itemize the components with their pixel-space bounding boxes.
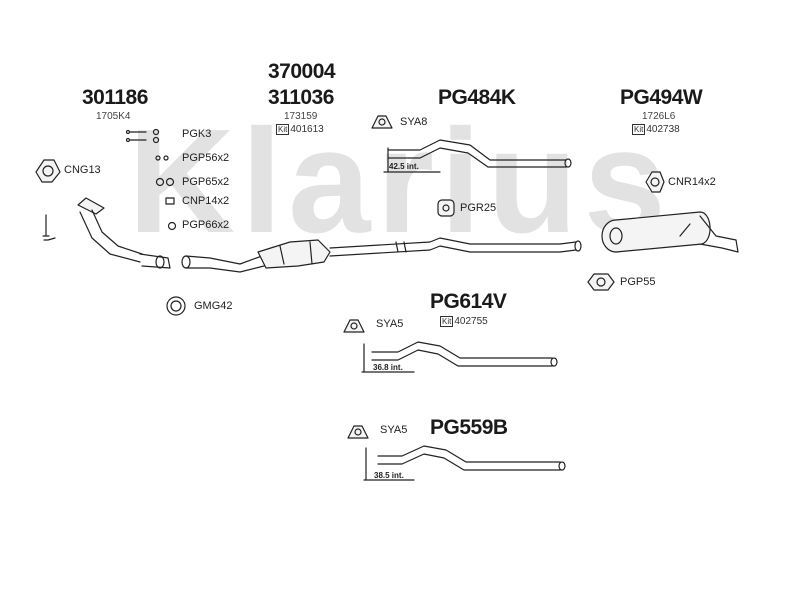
dimension-36-8: 36.8 int.: [373, 363, 403, 372]
fitting-sya5-upper: SYA5: [376, 318, 404, 330]
gasket-pgp55-icon: [587, 273, 615, 291]
kit-badge: Kit: [632, 124, 646, 135]
fitting-pgp66: PGP66x2: [182, 219, 230, 231]
fitting-pgr25: PGR25: [460, 202, 497, 214]
fitting-pgp56: PGP56x2: [182, 152, 230, 164]
fitting-sya5-lower: SYA5: [380, 424, 408, 436]
pg484k-pipe-drawing: [383, 139, 572, 173]
kit-number: 401613: [290, 124, 324, 135]
part-number-301186: 301186: [82, 86, 148, 109]
part-number-pg484k: PG484K: [438, 86, 516, 109]
hanger-sya8-icon: [371, 115, 393, 129]
kit-number: 402738: [646, 124, 680, 135]
kit-badge: Kit: [440, 316, 454, 327]
fitting-cnp14: CNP14x2: [182, 195, 230, 207]
catalyst-drawing: [257, 237, 582, 269]
intermediate-pipe-drawing: [181, 255, 265, 273]
kit-number: 402755: [454, 316, 488, 327]
kit-badge: Kit: [276, 124, 290, 135]
ring-cnr14-icon: [645, 171, 665, 193]
sub-number-173159: 173159: [284, 111, 318, 122]
nut-icon: [155, 155, 169, 161]
sub-number-1705k4: 1705K4: [96, 111, 131, 122]
part-number-311036: 311036: [268, 86, 334, 109]
pg559b-pipe-drawing: [363, 445, 566, 481]
rear-silencer-drawing: [601, 211, 739, 253]
sub-number-1726l6: 1726L6: [642, 111, 676, 122]
dimension-38-5: 38.5 int.: [374, 471, 404, 480]
fitting-sya8: SYA8: [400, 116, 428, 128]
fitting-gmg42: GMG42: [194, 300, 233, 312]
part-number-370004: 370004: [268, 60, 336, 83]
ring-gmg42-icon: [166, 296, 186, 316]
part-number-pg494w: PG494W: [620, 86, 703, 109]
clamp-icon: [165, 197, 175, 205]
pg614v-pipe-drawing: [361, 341, 558, 373]
spring-icon: [155, 177, 175, 187]
dimension-42-5: 42.5 int.: [389, 162, 419, 171]
fitting-cng13: CNG13: [64, 164, 101, 176]
fitting-pgk3: PGK3: [182, 128, 212, 140]
part-number-pg614v: PG614V: [430, 290, 507, 313]
washer-icon: [167, 221, 177, 231]
gasket-cng13-icon: [35, 159, 61, 183]
fitting-cnr14: CNR14x2: [668, 176, 716, 188]
bolt-icon: [125, 128, 160, 144]
hanger-sya5-icon: [343, 319, 369, 439]
rubber-pgr25-icon: [437, 199, 455, 217]
part-number-pg559b: PG559B: [430, 416, 508, 439]
watermark-text: Klarius: [128, 99, 672, 264]
fitting-pgp65: PGP65x2: [182, 176, 230, 188]
front-pipe-drawing: [42, 197, 171, 269]
fitting-pgp55: PGP55: [620, 276, 656, 288]
